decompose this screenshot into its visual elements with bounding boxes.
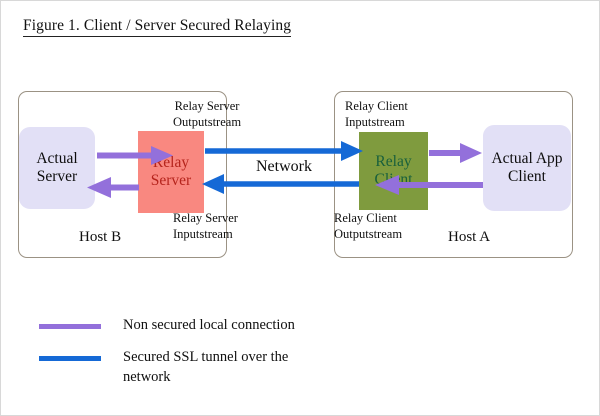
host-a-label: Host A [448, 229, 491, 245]
legend-label-local-connection: Non secured local connection [123, 317, 295, 333]
node-actual-server: Actual Server [19, 127, 95, 209]
legend-swatch-local-connection [39, 324, 101, 329]
host-b-container [18, 91, 227, 258]
legend-item-local-connection: Non secured local connection [39, 316, 339, 336]
legend-label-ssl-tunnel: Secured SSL tunnel over the network [123, 349, 289, 385]
node-relay-server: Relay Server [138, 131, 204, 213]
label-relay-server-outputstream: Relay Server Outputstream [173, 99, 242, 129]
host-a-container [334, 91, 573, 258]
legend-swatch-ssl-tunnel [39, 356, 101, 361]
node-relay-client: Relay Client [359, 132, 428, 210]
label-relay-server-inputstream: Relay Server Inputstream [173, 211, 238, 241]
node-actual-app-client: Actual App Client [483, 125, 571, 211]
legend-item-ssl-tunnel: Secured SSL tunnel over the network [39, 348, 339, 387]
figure-title: Figure 1. Client / Server Secured Relayi… [23, 17, 292, 37]
label-network: Network [256, 158, 312, 175]
label-relay-client-outputstream: Relay Client Outputstream [334, 211, 403, 241]
host-b-label: Host B [79, 229, 122, 245]
label-relay-client-inputstream: Relay Client Inputstream [345, 99, 408, 129]
